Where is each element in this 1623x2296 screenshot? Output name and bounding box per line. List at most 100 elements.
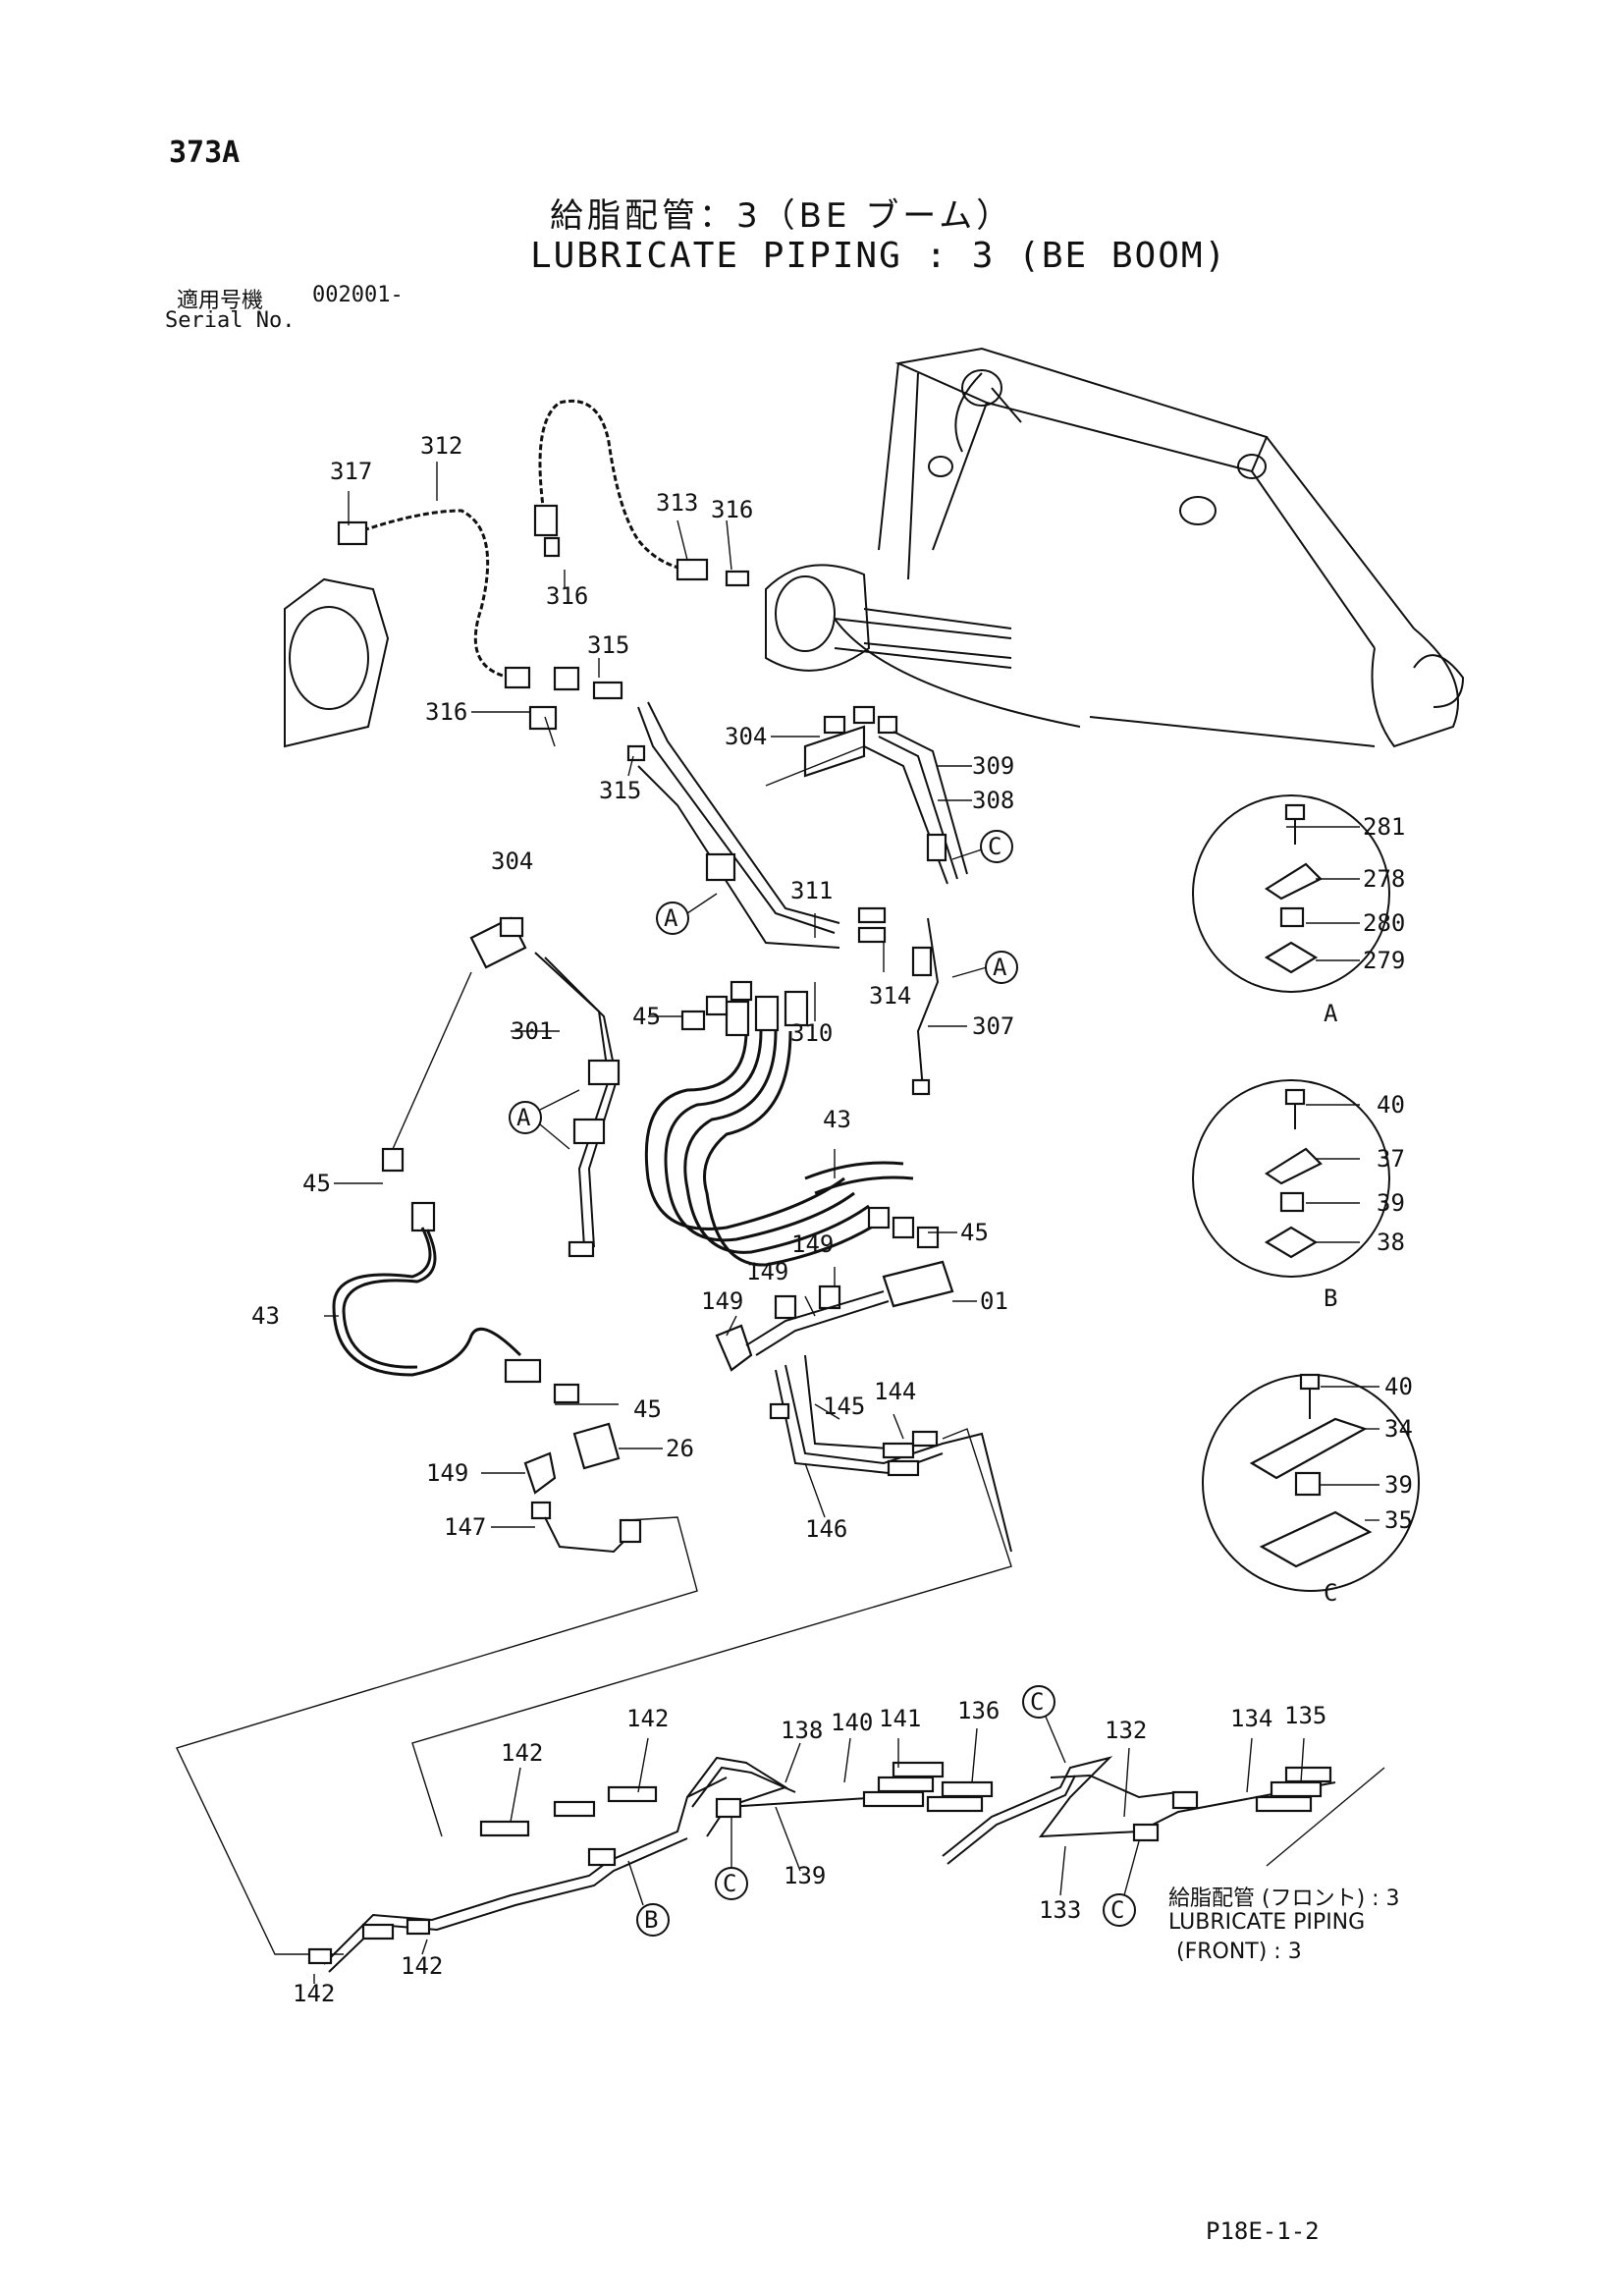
callout-311: 311 xyxy=(790,877,833,904)
detail-boundary-lines xyxy=(176,1428,1012,1955)
hose-312 xyxy=(337,509,531,689)
detail-view-c xyxy=(1202,1373,1420,1592)
callout-40: 40 xyxy=(1384,1373,1413,1400)
callout-149: 149 xyxy=(791,1230,834,1258)
leader-lines xyxy=(313,462,1385,1984)
callout-304: 304 xyxy=(725,723,767,750)
fittings-316-315 xyxy=(528,536,750,762)
block-01 xyxy=(882,1260,954,1308)
subassembly-note-en-line1: LUBRICATE PIPING xyxy=(1168,1910,1366,1935)
callout-38: 38 xyxy=(1377,1229,1405,1256)
marker-b-1: B xyxy=(627,1860,670,1937)
callout-43: 43 xyxy=(823,1106,851,1133)
callout-281: 281 xyxy=(1363,813,1405,841)
callout-310: 310 xyxy=(790,1019,833,1047)
hose-43-left xyxy=(332,1147,580,1404)
detail-view-a-caption: A xyxy=(1324,1000,1338,1027)
callout-labels: 317 312 313 316 316 315 316 315 304 309 … xyxy=(251,432,1413,2007)
callout-147: 147 xyxy=(444,1513,486,1541)
boom-structure xyxy=(834,347,1465,748)
callout-149: 149 xyxy=(746,1258,788,1285)
marker-a-label: A xyxy=(516,1104,531,1131)
marker-c-label: C xyxy=(988,833,1001,860)
fittings-314-307 xyxy=(857,906,940,1096)
fittings-149-center xyxy=(715,1285,890,1372)
serial-label-jp: 適用号機 xyxy=(177,289,264,313)
callout-142: 142 xyxy=(501,1739,543,1767)
callout-308: 308 xyxy=(972,787,1014,814)
serial-number-value: 002001- xyxy=(312,283,404,307)
detail-view-a xyxy=(1192,794,1390,993)
callout-312: 312 xyxy=(420,432,462,460)
front-lubricate-piping xyxy=(323,1756,1336,1973)
callout-37: 37 xyxy=(1377,1145,1405,1173)
page-title-jp: 給脂配管：3（BE ブーム） xyxy=(550,196,1014,236)
marker-c-3: C xyxy=(1022,1685,1066,1764)
callout-314: 314 xyxy=(869,982,911,1010)
block-304-left xyxy=(469,916,621,1258)
marker-c-4: C xyxy=(1103,1840,1140,1927)
callout-313: 313 xyxy=(656,489,698,517)
pipe-147 xyxy=(530,1501,642,1554)
fittings-136 xyxy=(926,1780,994,1813)
callout-316: 316 xyxy=(546,582,588,610)
marker-c-2: C xyxy=(715,1817,748,1900)
callout-34: 34 xyxy=(1384,1415,1413,1443)
marker-c-label: C xyxy=(723,1870,736,1897)
hose-313 xyxy=(533,399,709,581)
marker-a-1: A xyxy=(656,893,718,935)
boom-foot-pin-right xyxy=(765,564,1012,672)
callout-39: 39 xyxy=(1384,1471,1413,1499)
marker-a-3: A xyxy=(509,1089,580,1150)
serial-label-en: Serial No. xyxy=(165,308,296,333)
callout-279: 279 xyxy=(1363,947,1405,974)
callout-01: 01 xyxy=(980,1287,1008,1315)
callout-142: 142 xyxy=(626,1705,669,1732)
callout-133: 133 xyxy=(1039,1896,1081,1924)
marker-a-label: A xyxy=(664,904,678,932)
callout-43: 43 xyxy=(251,1302,280,1330)
callout-317: 317 xyxy=(330,458,372,485)
pipes-308-309 xyxy=(863,731,968,885)
callout-139: 139 xyxy=(784,1862,826,1889)
callout-45: 45 xyxy=(633,1395,662,1423)
page-title-en: LUBRICATE PIPING : 3 (BE BOOM) xyxy=(530,236,1228,276)
callout-26: 26 xyxy=(666,1435,694,1462)
callout-315: 315 xyxy=(587,631,629,659)
leader-304-45 xyxy=(392,971,472,1150)
callout-45: 45 xyxy=(632,1003,661,1030)
callout-138: 138 xyxy=(781,1717,823,1744)
fittings-142 xyxy=(307,1785,658,1965)
callout-35: 35 xyxy=(1384,1506,1413,1534)
callout-141: 141 xyxy=(879,1705,921,1732)
callout-307: 307 xyxy=(972,1012,1014,1040)
pipes-144-146 xyxy=(769,1354,1012,1553)
page-reference: P18E-1-2 xyxy=(1206,2217,1320,2245)
callout-280: 280 xyxy=(1363,909,1405,937)
callout-149: 149 xyxy=(701,1287,743,1315)
callout-145: 145 xyxy=(823,1393,865,1420)
subassembly-note-en-line2: (FRONT) : 3 xyxy=(1176,1940,1302,1964)
callout-142: 142 xyxy=(401,1952,443,1980)
fittings-138-141 xyxy=(862,1761,945,1808)
block-26 xyxy=(572,1422,621,1470)
marker-b-label: B xyxy=(644,1906,658,1934)
subassembly-note-jp: 給脂配管 (フロント) : 3 xyxy=(1168,1886,1400,1911)
callout-144: 144 xyxy=(874,1378,916,1405)
callout-135: 135 xyxy=(1284,1702,1326,1729)
marker-a-label: A xyxy=(993,954,1007,981)
callout-140: 140 xyxy=(831,1709,873,1736)
callout-146: 146 xyxy=(805,1515,847,1543)
callout-134: 134 xyxy=(1230,1705,1272,1732)
callout-309: 309 xyxy=(972,752,1014,780)
callout-132: 132 xyxy=(1105,1717,1147,1744)
marker-c-1: C xyxy=(951,830,1013,863)
callout-149: 149 xyxy=(426,1459,468,1487)
marker-c-label: C xyxy=(1110,1896,1124,1924)
callout-142: 142 xyxy=(293,1980,335,2007)
marker-a-2: A xyxy=(951,951,1018,984)
detail-view-b-caption: B xyxy=(1324,1285,1337,1312)
callout-316: 316 xyxy=(711,496,753,523)
callout-136: 136 xyxy=(957,1697,1000,1724)
